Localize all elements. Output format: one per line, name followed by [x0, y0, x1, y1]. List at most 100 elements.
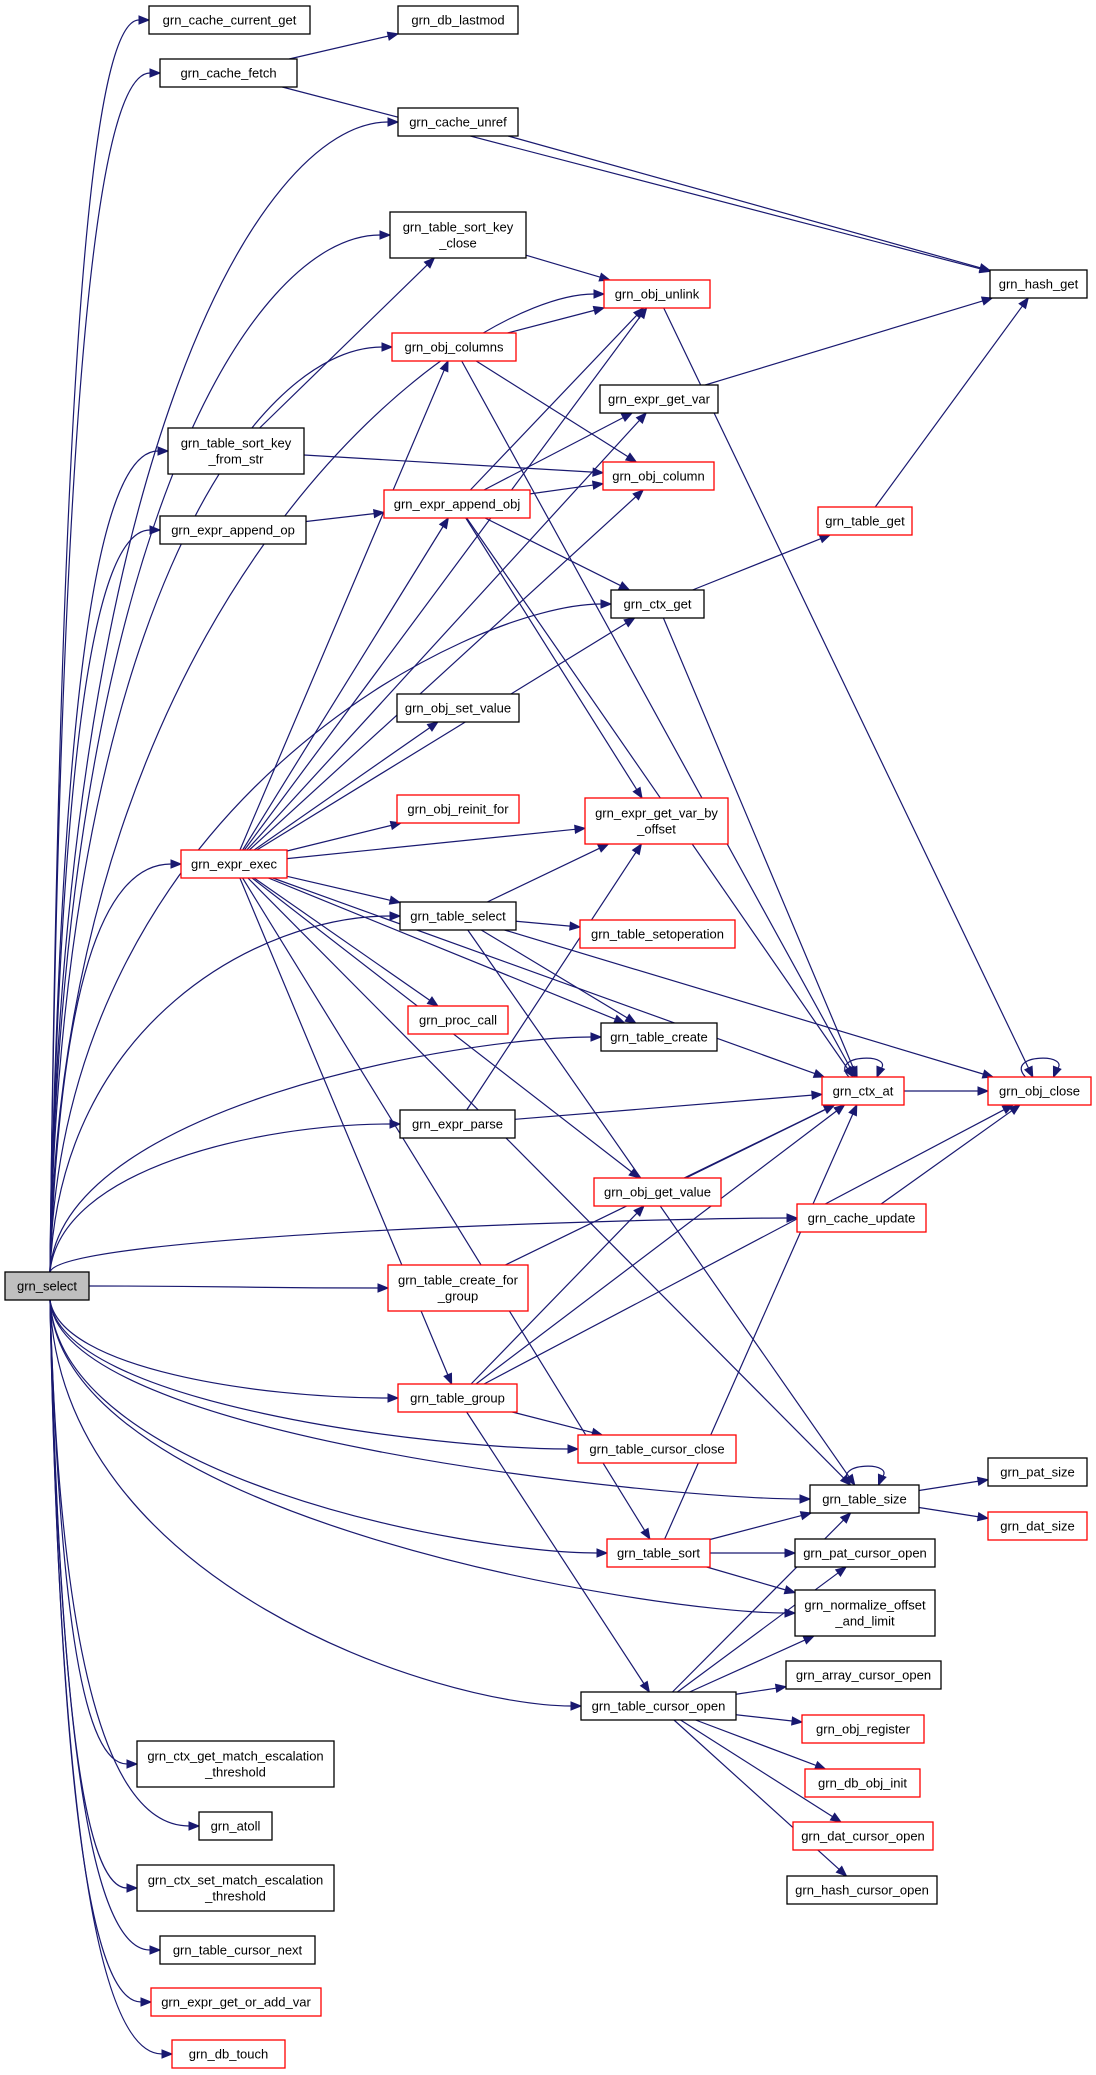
edge-grn_table_cursor_open-to-grn_array_cursor_open-head: [774, 1683, 788, 1693]
node-box: [399, 901, 517, 931]
node-box: [987, 1511, 1088, 1541]
node-grn-expr-append-obj[interactable]: grn_expr_append_obj: [383, 489, 531, 519]
node-grn-cache-update[interactable]: grn_cache_update: [796, 1203, 927, 1233]
node-label: grn_select: [17, 1279, 77, 1294]
node-grn-cache-fetch[interactable]: grn_cache_fetch: [159, 58, 298, 88]
edge-grn_obj_unlink-to-grn_obj_close: [663, 307, 1029, 1069]
edge-grn_select-to-grn_table_cursor_next: [49, 1299, 151, 1951]
node-grn-array-cursor-open[interactable]: grn_array_cursor_open: [785, 1660, 942, 1690]
node-label: grn_db_touch: [189, 2047, 269, 2062]
node-grn-cache-current-get[interactable]: grn_cache_current_get: [148, 5, 311, 35]
node-grn-db-obj-init[interactable]: grn_db_obj_init: [804, 1768, 921, 1798]
edge-grn_select-to-grn_table_sort_key_from_str: [49, 450, 159, 1273]
edge-grn_select-to-grn_obj_unlink-head: [593, 289, 606, 299]
node-label: grn_array_cursor_open: [796, 1668, 931, 1683]
edge-grn_select-to-grn_table_sort_key_from_str-head: [157, 446, 170, 456]
edge-grn_table_group-to-grn_table_cursor_close: [512, 1411, 593, 1434]
node-grn-obj-close[interactable]: grn_obj_close: [987, 1076, 1092, 1106]
node-grn-obj-unlink[interactable]: grn_obj_unlink: [603, 279, 711, 309]
node-box: [150, 1987, 322, 2017]
node-box: [180, 849, 288, 879]
edge-grn_select-to-grn_table_cursor_next-head: [149, 1945, 162, 1955]
node-grn-obj-get-value[interactable]: grn_obj_get_value: [593, 1177, 722, 1207]
node-grn-table-create[interactable]: grn_table_create: [600, 1022, 718, 1052]
node-grn-dat-cursor-open[interactable]: grn_dat_cursor_open: [792, 1821, 934, 1851]
edge-grn_select-to-grn_expr_append_op-head: [149, 525, 162, 535]
node-grn-table-select[interactable]: grn_table_select: [399, 901, 517, 931]
node-grn-table-create-for-group[interactable]: grn_table_create_for_group: [387, 1264, 529, 1312]
node-label: grn_table_create_for: [398, 1273, 519, 1288]
node-grn-ctx-get[interactable]: grn_ctx_get: [610, 589, 705, 619]
node-grn-db-lastmod[interactable]: grn_db_lastmod: [397, 5, 519, 35]
node-grn-obj-register[interactable]: grn_obj_register: [801, 1714, 925, 1744]
node-grn-expr-get-var-by-offset[interactable]: grn_expr_get_var_by_offset: [584, 797, 729, 845]
node-grn-table-group[interactable]: grn_table_group: [397, 1383, 518, 1413]
edge-grn_table_cursor_open-to-grn_normalize_offset_and_limit-head: [802, 1635, 816, 1645]
edge-grn_expr_exec-to-grn_obj_set_value-head: [426, 721, 440, 732]
node-grn-table-cursor-close[interactable]: grn_table_cursor_close: [577, 1434, 737, 1464]
node-grn-normalize-offset-and-limit[interactable]: grn_normalize_offset_and_limit: [794, 1589, 936, 1637]
node-grn-obj-reinit-for[interactable]: grn_obj_reinit_for: [396, 794, 520, 824]
node-box: [159, 58, 298, 88]
node-grn-ctx-at[interactable]: grn_ctx_at: [821, 1076, 905, 1106]
edge-grn_table_select-to-grn_expr_get_var_by_offset-head: [596, 843, 610, 853]
edge-grn_ctx_get-to-grn_ctx_at-head: [848, 1065, 858, 1079]
edge-grn_table_sort-to-grn_normalize_offset_and_limit: [706, 1566, 786, 1591]
node-grn-atoll[interactable]: grn_atoll: [198, 1811, 273, 1841]
node-label: grn_cache_current_get: [163, 13, 297, 28]
node-grn-table-cursor-next[interactable]: grn_table_cursor_next: [159, 1935, 316, 1965]
edge-grn_select-to-grn_ctx_get-head: [600, 599, 613, 609]
edge-grn_expr_exec-to-grn_ctx_get: [256, 622, 627, 851]
node-grn-table-cursor-open[interactable]: grn_table_cursor_open: [580, 1691, 737, 1721]
node-grn-db-touch[interactable]: grn_db_touch: [171, 2039, 286, 2069]
node-grn-pat-size[interactable]: grn_pat_size: [987, 1457, 1088, 1487]
edge-grn_select-to-grn_expr_append_op: [49, 529, 151, 1273]
edge-grn_table_sort-to-grn_ctx_at: [664, 1113, 854, 1540]
node-grn-expr-get-var[interactable]: grn_expr_get_var: [599, 384, 719, 414]
node-grn-hash-get[interactable]: grn_hash_get: [989, 269, 1088, 299]
node-grn-dat-size[interactable]: grn_dat_size: [987, 1511, 1088, 1541]
node-grn-table-setoperation[interactable]: grn_table_setoperation: [579, 919, 736, 949]
node-label: grn_obj_column: [612, 469, 705, 484]
node-grn-ctx-set-match-escalation-threshold[interactable]: grn_ctx_set_match_escalation_threshold: [136, 1864, 335, 1912]
node-box: [391, 332, 517, 362]
node-label: grn_hash_cursor_open: [795, 1883, 929, 1898]
node-grn-table-size[interactable]: grn_table_size: [809, 1484, 920, 1514]
node-label: _from_str: [208, 452, 265, 467]
node-grn-table-get[interactable]: grn_table_get: [817, 506, 913, 536]
node-grn-obj-column[interactable]: grn_obj_column: [602, 461, 715, 491]
nodes-layer: grn_select grn_cache_current_get grn_cache…: [4, 5, 1092, 2069]
edge-grn_cache_update-to-grn_obj_close-head: [1008, 1104, 1021, 1115]
edge-grn_expr_exec-to-grn_expr_get_var: [246, 419, 640, 851]
edge-grn_table_sort-to-grn_pat_cursor_open-head: [784, 1548, 797, 1558]
edge-grn_select-to-grn_table_size-head: [799, 1494, 812, 1504]
edge-grn_table_group-to-grn_obj_get_value-head: [633, 1205, 645, 1217]
edge-grn_table_cursor_open-to-grn_dat_cursor_open: [680, 1719, 833, 1818]
node-grn-cache-unref[interactable]: grn_cache_unref: [397, 107, 519, 137]
edge-grn_expr_exec-to-grn_expr_append_obj: [242, 526, 444, 851]
edge-grn_table_get-to-grn_hash_get-head: [1018, 296, 1030, 310]
node-grn-table-sort[interactable]: grn_table_sort: [606, 1538, 711, 1568]
node-grn-hash-cursor-open[interactable]: grn_hash_cursor_open: [786, 1875, 938, 1905]
node-grn-expr-exec[interactable]: grn_expr_exec: [180, 849, 288, 879]
node-grn-ctx-get-match-escalation-threshold[interactable]: grn_ctx_get_match_escalation_threshold: [136, 1740, 335, 1788]
edge-grn_table_cursor_open-to-grn_obj_register-head: [791, 1716, 804, 1726]
node-grn-table-sort-key-from-str[interactable]: grn_table_sort_key_from_str: [167, 427, 305, 475]
edge-grn_obj_columns-to-grn_ctx_at: [461, 360, 852, 1069]
edge-grn_expr_exec-to-grn_table_create: [268, 877, 616, 1020]
node-grn-table-sort-key-close[interactable]: grn_table_sort_key_close: [389, 211, 527, 259]
node-grn-proc-call[interactable]: grn_proc_call: [407, 1005, 509, 1035]
node-box: [786, 1875, 938, 1905]
edges-layer: [49, 15, 1062, 2059]
node-grn-obj-set-value[interactable]: grn_obj_set_value: [396, 693, 520, 723]
node-label: grn_db_obj_init: [818, 1776, 907, 1791]
edge-grn_expr_exec-to-grn_obj_column: [248, 496, 637, 851]
node-grn-expr-append-op[interactable]: grn_expr_append_op: [159, 515, 307, 545]
node-grn-obj-columns[interactable]: grn_obj_columns: [391, 332, 517, 362]
node-grn-expr-get-or-add-var[interactable]: grn_expr_get_or_add_var: [150, 1987, 322, 2017]
node-grn-select[interactable]: grn_select: [4, 1271, 90, 1301]
edge-grn_select-to-grn_atoll: [49, 1299, 190, 1827]
node-label: grn_obj_close: [999, 1084, 1080, 1099]
node-grn-expr-parse[interactable]: grn_expr_parse: [399, 1109, 516, 1139]
node-grn-pat-cursor-open[interactable]: grn_pat_cursor_open: [794, 1538, 936, 1568]
